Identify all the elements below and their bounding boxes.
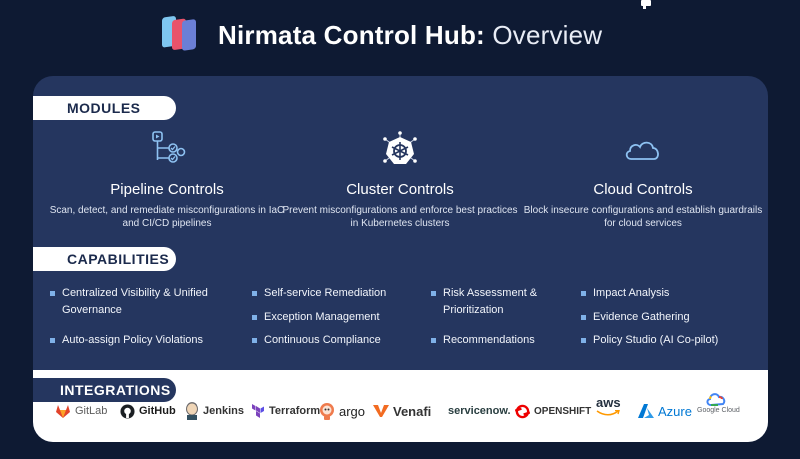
integration-aws: aws (596, 396, 624, 418)
integration-gitlab: GitLab (55, 400, 107, 422)
integration-azure: Azure (638, 400, 692, 422)
integration-label: Venafi (393, 403, 432, 419)
integration-jenkins: Jenkins (185, 400, 244, 422)
integration-terraform: Terraform (251, 400, 320, 422)
capability-item: Impact Analysis (581, 285, 763, 302)
capability-item: Evidence Gathering (581, 309, 763, 326)
integration-github: GitHub (120, 400, 176, 422)
terraform-icon (252, 404, 264, 418)
module-pipeline: Pipeline Controls Scan, detect, and reme… (47, 130, 287, 230)
azure-icon (638, 404, 654, 418)
capability-item: Centralized Visibility & Unified Governa… (50, 285, 212, 319)
module-title: Cloud Controls (593, 181, 693, 198)
integration-argo: argo (319, 400, 365, 422)
module-cluster: Cluster Controls Prevent misconfiguratio… (280, 130, 520, 230)
capability-item: Auto-assign Policy Violations (50, 332, 232, 349)
module-title: Cluster Controls (346, 181, 454, 198)
integrations-logos: GitLab GitHub Jenkins (33, 392, 768, 432)
module-cloud: Cloud Controls Block insecure configurat… (523, 130, 763, 230)
integration-label: GitHub (139, 405, 176, 417)
argo-icon (320, 403, 334, 420)
capability-item: Risk Assessment & Prioritization (431, 285, 553, 319)
title-light: Overview (492, 20, 603, 50)
integration-label: OPENSHIFT (534, 405, 592, 417)
pipeline-icon (152, 131, 186, 163)
page-title: Nirmata Control Hub: Overview (218, 19, 602, 51)
module-title: Pipeline Controls (110, 181, 224, 198)
cloud-icon (625, 141, 659, 160)
integration-label: GitLab (75, 405, 108, 417)
modules-heading: MODULES (33, 96, 176, 120)
nirmata-logo-icon (162, 16, 196, 51)
chat-icon (641, 0, 651, 9)
overview-card: MODULES Pipeline Controls Scan, detect, … (33, 76, 768, 442)
integration-label: Terraform (269, 405, 321, 417)
module-description: Prevent misconfigurations and enforce be… (282, 205, 518, 229)
capability-item: Policy Studio (AI Co-pilot) (581, 332, 763, 349)
gitlab-icon (56, 405, 70, 418)
capability-item: Continuous Compliance (252, 332, 434, 349)
aws-icon (596, 410, 620, 416)
integrations-heading: INTEGRATIONS (33, 378, 176, 402)
github-icon (120, 403, 135, 419)
integration-google-cloud: Google Cloud (697, 392, 740, 426)
integration-servicenow: servicenow. (443, 400, 511, 422)
servicenow-icon (443, 404, 444, 418)
header: Nirmata Control Hub: Overview (0, 0, 800, 72)
title-bold: Nirmata Control Hub: (218, 20, 485, 50)
openshift-icon (515, 404, 530, 418)
capability-item: Self-service Remediation (252, 285, 434, 302)
venafi-icon (373, 405, 389, 417)
integration-label: argo (339, 403, 366, 419)
integration-openshift: OPENSHIFT (515, 400, 591, 422)
integration-label: aws (596, 395, 621, 410)
integration-label: servicenow. (448, 405, 511, 417)
kubernetes-icon (383, 131, 417, 164)
jenkins-icon (186, 402, 198, 420)
capabilities-heading: CAPABILITIES (33, 247, 176, 271)
module-description: Block insecure configurations and establ… (523, 205, 763, 229)
integration-venafi: Venafi (373, 400, 431, 422)
capability-item: Exception Management (252, 309, 434, 326)
integration-label: Jenkins (203, 405, 244, 417)
integration-label: Azure (658, 403, 692, 419)
capability-item: Recommendations (431, 332, 613, 349)
module-description: Scan, detect, and remediate misconfigura… (49, 205, 285, 229)
google-cloud-icon (706, 393, 726, 406)
integration-label: Google Cloud (697, 407, 740, 414)
